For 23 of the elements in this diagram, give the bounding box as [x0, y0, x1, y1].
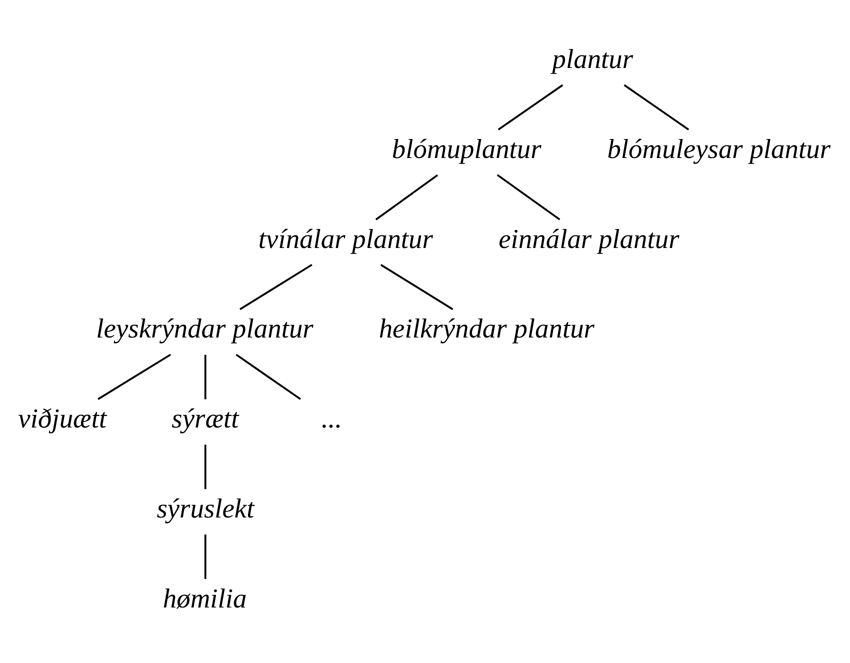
connector [380, 263, 454, 310]
node-text: ... [321, 403, 342, 434]
node-text: viðjuætt [18, 403, 107, 434]
connector [624, 84, 690, 130]
connector [240, 263, 312, 310]
node-text: blómuplantur [392, 134, 542, 164]
node-text: leyskrýndar plantur [96, 313, 314, 344]
node-text: sýruslekt [156, 492, 254, 523]
connector [498, 84, 564, 130]
node-text: plantur [552, 44, 634, 74]
connector [496, 174, 560, 220]
connector [204, 444, 206, 489]
node-text: blómuleysar plantur [607, 134, 831, 164]
connector [204, 354, 206, 399]
connector [375, 174, 438, 220]
node-text: einnálar plantur [498, 223, 680, 254]
node-text: sýrætt [172, 403, 239, 434]
connector [236, 353, 301, 400]
connector [98, 353, 172, 400]
node-text: hømilia [162, 582, 247, 613]
node-text: heilkrýndar plantur [378, 313, 594, 344]
node-text: tvínálar plantur [258, 223, 433, 254]
connector [204, 534, 206, 578]
